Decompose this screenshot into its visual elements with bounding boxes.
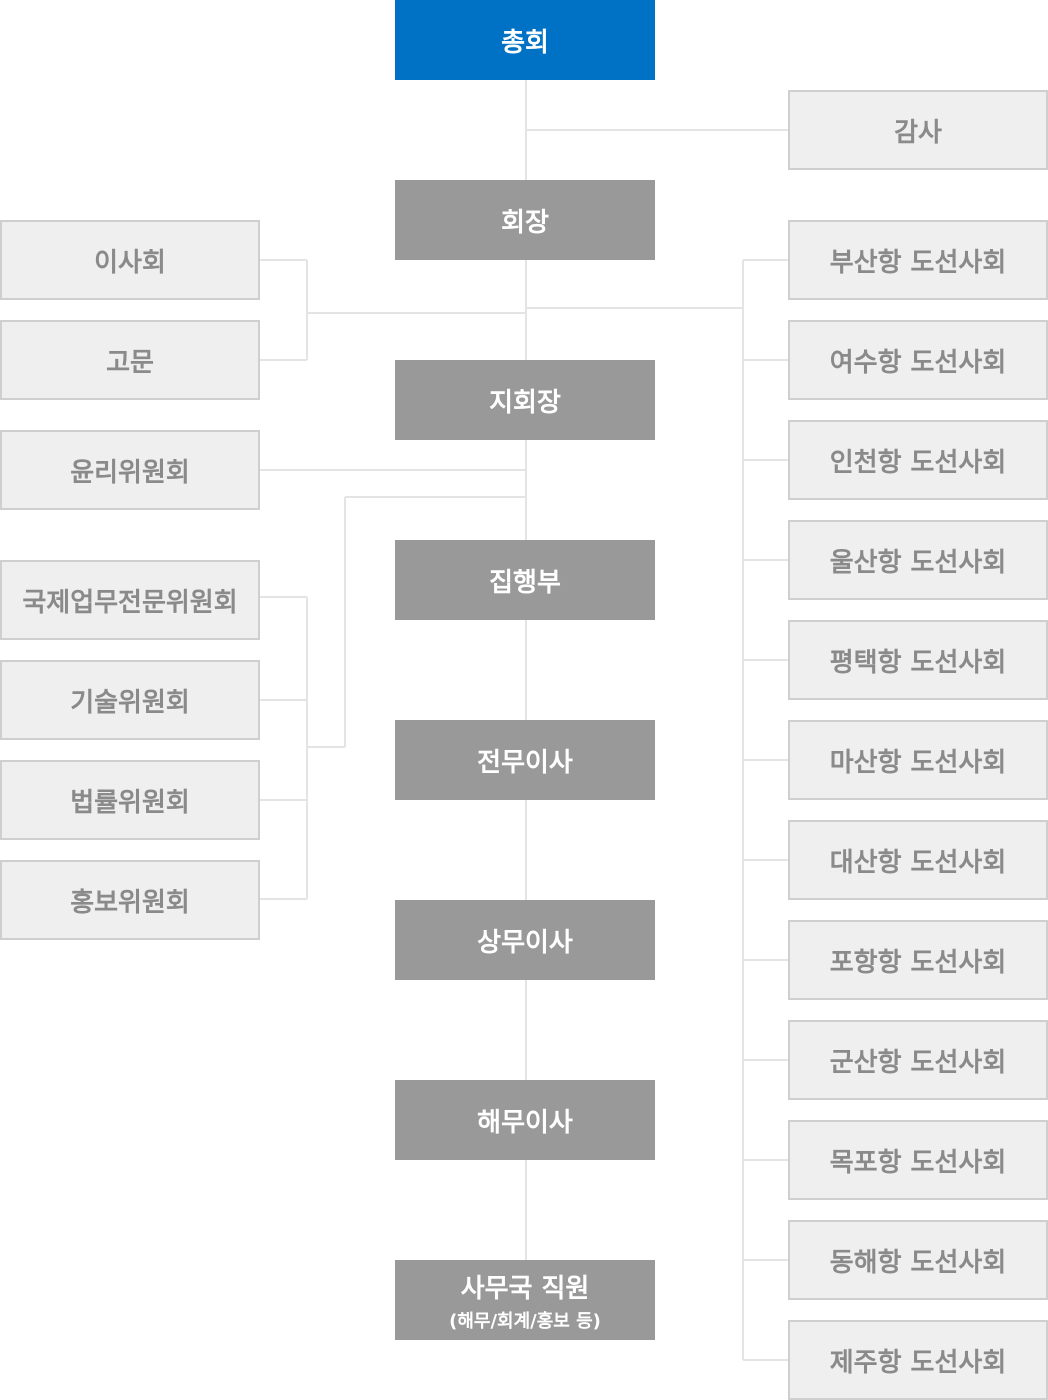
audit-box: 감사: [788, 90, 1048, 170]
international-committee-label: 국제업무전문위원회: [22, 587, 238, 618]
managing-director-label: 전무이사: [477, 747, 573, 778]
port-label: 제주항 도선사회: [829, 1347, 1007, 1378]
ethics-committee-box: 윤리위원회: [0, 430, 260, 510]
port-label: 목포항 도선사회: [829, 1147, 1007, 1178]
managing-director-box: 전무이사: [395, 720, 655, 800]
port-label: 마산항 도선사회: [829, 747, 1007, 778]
advisor-label: 고문: [106, 347, 154, 378]
port-box-mokpo: 목포항 도선사회: [788, 1120, 1048, 1200]
chairman-label: 회장: [501, 207, 549, 238]
technical-committee-label: 기술위원회: [70, 687, 190, 718]
general-assembly-box: 총회: [395, 0, 655, 80]
pr-committee-box: 홍보위원회: [0, 860, 260, 940]
board-box: 이사회: [0, 220, 260, 300]
audit-label: 감사: [894, 117, 942, 148]
port-label: 울산항 도선사회: [829, 547, 1007, 578]
port-label: 여수항 도선사회: [829, 347, 1007, 378]
ethics-committee-label: 윤리위원회: [70, 457, 190, 488]
port-box-incheon: 인천항 도선사회: [788, 420, 1048, 500]
standing-director-box: 상무이사: [395, 900, 655, 980]
port-label: 동해항 도선사회: [829, 1247, 1007, 1278]
port-box-daesan: 대산항 도선사회: [788, 820, 1048, 900]
port-label: 포항항 도선사회: [829, 947, 1007, 978]
board-label: 이사회: [94, 247, 166, 278]
port-box-jeju: 제주항 도선사회: [788, 1320, 1048, 1400]
port-box-ulsan: 울산항 도선사회: [788, 520, 1048, 600]
port-label: 부산항 도선사회: [829, 247, 1007, 278]
maritime-director-label: 해무이사: [477, 1107, 573, 1138]
vice-chairman-label: 지회장: [489, 387, 561, 418]
technical-committee-box: 기술위원회: [0, 660, 260, 740]
port-box-gunsan: 군산항 도선사회: [788, 1020, 1048, 1100]
port-label: 평택항 도선사회: [829, 647, 1007, 678]
executive-box: 집행부: [395, 540, 655, 620]
secretariat-sub-label: (해무/회계/홍보 등): [449, 1310, 601, 1332]
port-label: 인천항 도선사회: [829, 447, 1007, 478]
port-box-donghae: 동해항 도선사회: [788, 1220, 1048, 1300]
executive-label: 집행부: [489, 567, 561, 598]
port-box-pohang: 포항항 도선사회: [788, 920, 1048, 1000]
legal-committee-label: 법률위원회: [70, 787, 190, 818]
maritime-director-box: 해무이사: [395, 1080, 655, 1160]
standing-director-label: 상무이사: [477, 927, 573, 958]
port-box-masan: 마산항 도선사회: [788, 720, 1048, 800]
secretariat-box: 사무국 직원 (해무/회계/홍보 등): [395, 1260, 655, 1340]
general-assembly-label: 총회: [501, 27, 549, 58]
port-label: 대산항 도선사회: [829, 847, 1007, 878]
international-committee-box: 국제업무전문위원회: [0, 560, 260, 640]
advisor-box: 고문: [0, 320, 260, 400]
vice-chairman-box: 지회장: [395, 360, 655, 440]
port-box-yeosu: 여수항 도선사회: [788, 320, 1048, 400]
legal-committee-box: 법률위원회: [0, 760, 260, 840]
pr-committee-label: 홍보위원회: [70, 887, 190, 918]
chairman-box: 회장: [395, 180, 655, 260]
port-box-busan: 부산항 도선사회: [788, 220, 1048, 300]
port-box-pyeongtaek: 평택항 도선사회: [788, 620, 1048, 700]
secretariat-label: 사무국 직원: [460, 1273, 590, 1304]
port-label: 군산항 도선사회: [829, 1047, 1007, 1078]
